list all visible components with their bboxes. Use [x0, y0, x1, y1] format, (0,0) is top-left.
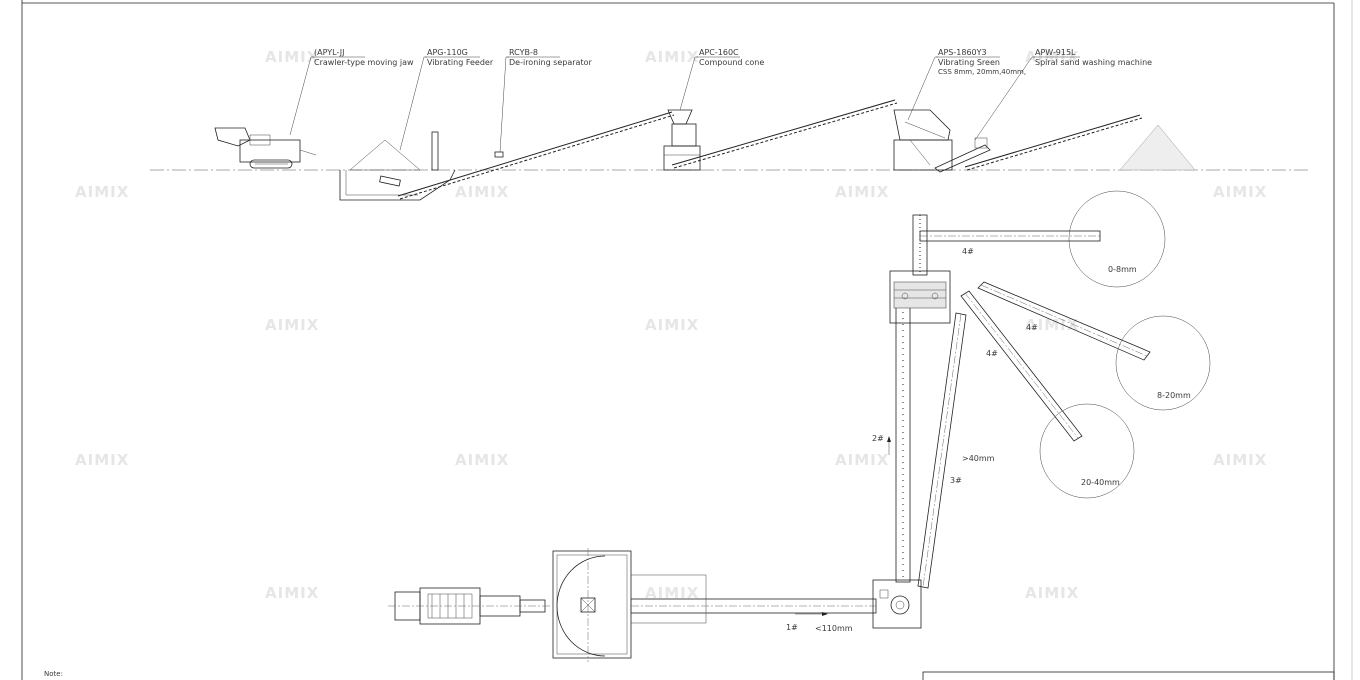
conveyor-elevation-2	[671, 99, 898, 169]
watermark-layer: AIMIX AIMIX AIMIX AIMIX AIMIX AIMIX AIMI…	[75, 48, 1267, 602]
watermark: AIMIX	[835, 451, 889, 469]
conveyor-elevation-1	[397, 111, 675, 200]
stockpile-label: 8-20mm	[1157, 391, 1191, 400]
vibrating-screen-plan	[889, 270, 951, 324]
vibrating-feeder-elevation	[339, 131, 456, 201]
vibrating-screen-elevation	[893, 109, 953, 171]
equipment-model-label: APC-160C	[699, 48, 739, 57]
conveyor-4-plan-c: 4#	[960, 290, 1083, 442]
conveyor-3-plan: >40mm 3#	[917, 312, 995, 589]
watermark: AIMIX	[455, 183, 509, 201]
watermark: AIMIX	[1213, 183, 1267, 201]
stockpile-label: 20-40mm	[1081, 478, 1120, 487]
watermark: AIMIX	[645, 316, 699, 334]
sand-washer-plan	[912, 214, 928, 276]
watermark: AIMIX	[265, 48, 319, 66]
equipment-model-label: (APYL-JJ	[314, 48, 345, 57]
drawing-frame	[21, 0, 1353, 680]
crawler-jaw-crusher-plan	[388, 587, 550, 625]
stockpile-label: 0-8mm	[1108, 265, 1137, 274]
compound-cone-plan	[872, 579, 922, 629]
conveyor-1-label: 1#	[786, 623, 798, 632]
equipment-note-label: CSS 8mm, 20mm,40mm,	[938, 68, 1026, 76]
callout-leaders	[289, 56, 1035, 153]
note-label: Note:	[44, 670, 63, 678]
conveyor-4-plan-b: 4#	[977, 281, 1151, 361]
watermark: AIMIX	[75, 183, 129, 201]
watermark: AIMIX	[835, 183, 889, 201]
equipment-name-label: Vibrating Feeder	[427, 58, 494, 67]
equipment-model-label: RCYB-8	[509, 48, 538, 57]
conveyor-1-plan: 1# <110mm	[630, 574, 877, 633]
feeder-bin-plan	[552, 548, 632, 662]
equipment-name-label: De-ironing separator	[509, 58, 592, 67]
sand-washing-machine-elevation	[934, 137, 991, 173]
conveyor-3-label: 3#	[950, 476, 962, 485]
watermark: AIMIX	[1025, 316, 1079, 334]
stockpile-elevation	[1119, 124, 1196, 171]
conveyor-elevation-3	[964, 114, 1143, 171]
conveyor-2-plan: 2#	[872, 299, 911, 583]
watermark: AIMIX	[265, 316, 319, 334]
stockpile-8-20mm: 8-20mm	[1115, 315, 1211, 411]
conveyor-4-label: 4#	[962, 247, 974, 256]
watermark: AIMIX	[265, 584, 319, 602]
equipment-labels: (APYL-JJ Crawler-type moving jaw APG-110…	[312, 48, 1152, 76]
conveyor-4-label: 4#	[986, 349, 998, 358]
equipment-model-label: APS-1860Y3	[938, 48, 987, 57]
compound-cone-elevation	[663, 109, 701, 171]
stockpile-0-8mm: 0-8mm	[1068, 190, 1166, 288]
equipment-model-label: APG-110G	[427, 48, 468, 57]
equipment-model-label: APW-915L	[1035, 48, 1076, 57]
watermark: AIMIX	[1025, 584, 1079, 602]
crawler-jaw-crusher-elevation	[214, 127, 317, 169]
watermark: AIMIX	[1213, 451, 1267, 469]
equipment-name-label: Crawler-type moving jaw	[314, 58, 414, 67]
conveyor-2-label: 2#	[872, 434, 884, 443]
equipment-name-label: Spiral sand washing machine	[1035, 58, 1152, 67]
conveyor-4-plan-a: 4#	[919, 230, 1101, 256]
elevation-view: (APYL-JJ Crawler-type moving jaw APG-110…	[150, 48, 1310, 201]
watermark: AIMIX	[455, 451, 509, 469]
conveyor-3-size-label: >40mm	[962, 454, 995, 463]
plan-view: 1# <110mm 2#	[388, 190, 1211, 662]
equipment-name-label: Compound cone	[699, 58, 764, 67]
conveyor-4-label: 4#	[1026, 323, 1038, 332]
conveyor-1-size-label: <110mm	[815, 624, 853, 633]
watermark: AIMIX	[645, 48, 699, 66]
watermark: AIMIX	[645, 584, 699, 602]
watermark: AIMIX	[75, 451, 129, 469]
equipment-name-label: Vibrating Sreen	[938, 58, 1000, 67]
stockpile-20-40mm: 20-40mm	[1039, 403, 1135, 499]
